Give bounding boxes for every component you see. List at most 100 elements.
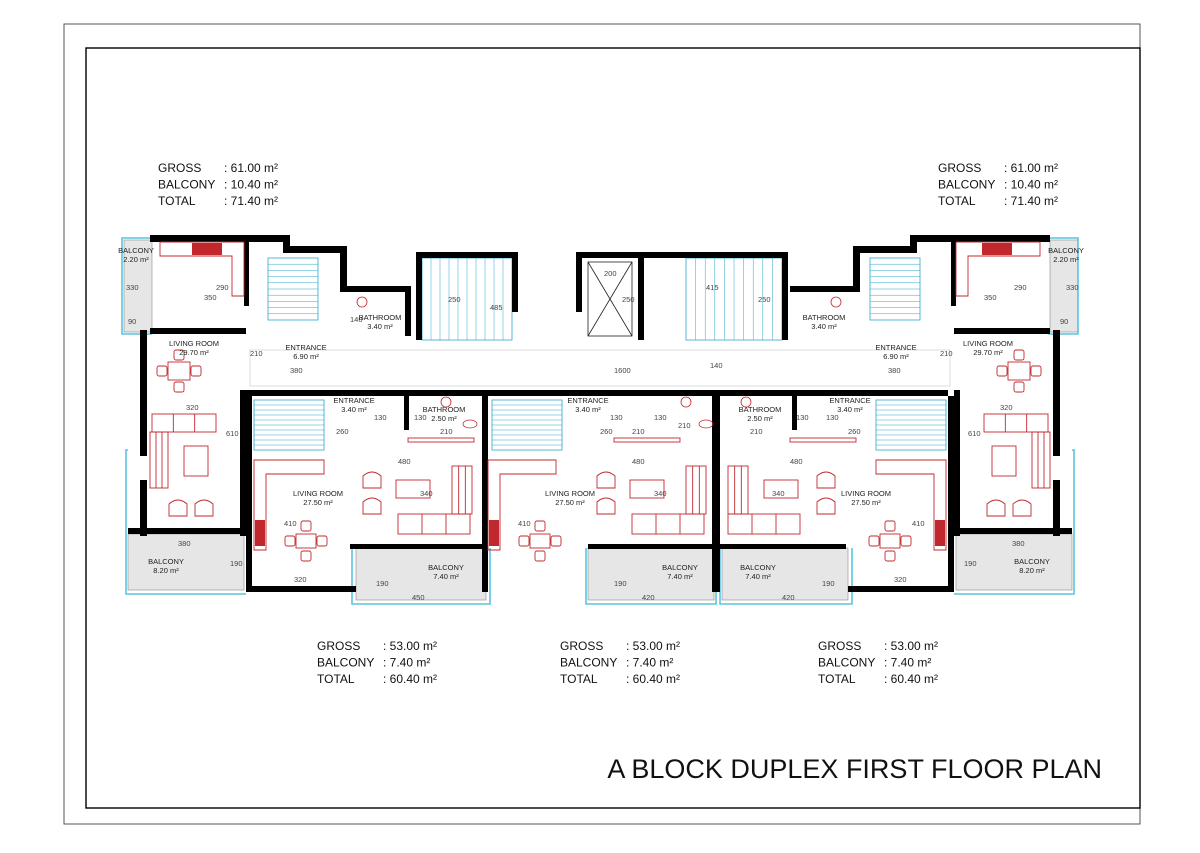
dim-480-u3: 480 (790, 457, 803, 466)
room-name-entrance-u3: ENTRANCE (829, 396, 870, 405)
armchair (168, 499, 188, 517)
dim-410-u1: 410 (284, 519, 297, 528)
area-label-balcony: BALCONY (938, 178, 995, 192)
wc-u1 (462, 419, 478, 429)
wall-u3-e (948, 396, 954, 592)
walls (128, 235, 1072, 592)
wall-l-living-e (240, 390, 246, 536)
area-label-balcony: BALCONY (818, 656, 875, 670)
area-label-total: TOTAL (818, 672, 856, 686)
wall-l-kitchen-w (244, 240, 249, 306)
dim-420-u3: 420 (782, 593, 795, 602)
kitchen-l (159, 241, 245, 297)
basin-u2 (680, 396, 692, 408)
balcony-slab-u3 (721, 547, 849, 601)
hob-u2 (489, 520, 499, 546)
rail-bl (125, 449, 246, 595)
counter-u2 (613, 437, 681, 443)
dim-485: 485 (490, 303, 503, 312)
room-area-entrance-l: 6.90 m² (293, 352, 319, 361)
armchair (596, 471, 616, 489)
dim-130-u2b: 130 (654, 413, 667, 422)
dining-table-r (1007, 361, 1031, 381)
kitchen-u2 (487, 459, 557, 551)
wall-core-l-e (512, 252, 518, 312)
basin-tl (356, 296, 368, 308)
area-value-gross: : 53.00 m² (884, 639, 938, 653)
wall-u2-mid (588, 544, 714, 549)
area-label-total: TOTAL (317, 672, 355, 686)
room-area-living-u2: 27.50 m² (555, 498, 585, 507)
dim-130-u2: 130 (610, 413, 623, 422)
chair (518, 535, 530, 547)
dim-450-u1: 450 (412, 593, 425, 602)
sofa-l-side (149, 431, 169, 489)
room-area-balcony-tl: 2.20 m² (123, 255, 149, 264)
area-value-balcony: : 7.40 m² (884, 656, 931, 670)
area-value-total: : 60.40 m² (626, 672, 680, 686)
armchair (362, 497, 382, 515)
dim-190-u2: 190 (614, 579, 627, 588)
dim-320-u1: 320 (294, 575, 307, 584)
wall-l-west-lower (140, 480, 147, 536)
armchair (362, 471, 382, 489)
coffee-table-r (991, 445, 1017, 477)
chair (1013, 381, 1025, 393)
wall-core-l-w (416, 252, 422, 340)
dim-210-u2: 210 (678, 421, 691, 430)
dining-table-u1 (295, 533, 317, 549)
wall-r-kitchen-w (951, 240, 956, 306)
dimension-texts: 350 290 330 90 210 380 320 610 380 190 1… (126, 269, 1079, 602)
room-area-balcony-u3: 7.40 m² (745, 572, 771, 581)
wall-core-lift (638, 252, 644, 340)
dim-130-u1: 130 (374, 413, 387, 422)
sofa-r-side (1031, 431, 1051, 489)
room-name-balcony-u2: BALCONY (662, 563, 698, 572)
chair (156, 365, 168, 377)
dim-410-u3: 410 (912, 519, 925, 528)
dim-320-r: 320 (1000, 403, 1013, 412)
dim-330-l: 330 (126, 283, 139, 292)
dim-340-u3: 340 (772, 489, 785, 498)
chair (190, 365, 202, 377)
dim-140-c: 140 (710, 361, 723, 370)
room-name-bath-u3: BATHROOM (739, 405, 782, 414)
area-value-gross: : 53.00 m² (383, 639, 437, 653)
balcony-slab-br (955, 533, 1073, 591)
wall-u2-e (712, 396, 720, 592)
room-area-balcony-br: 8.20 m² (1019, 566, 1045, 575)
dim-210-l: 210 (250, 349, 263, 358)
kitchen-u1 (253, 459, 325, 551)
area-label-total: TOTAL (560, 672, 598, 686)
area-label-gross: GROSS (818, 639, 861, 653)
sofa-u1-side (451, 465, 473, 515)
balcony-slab-tr (1049, 239, 1079, 333)
dim-330-r: 330 (1066, 283, 1079, 292)
rail-u1 (351, 548, 491, 605)
armchair (194, 499, 214, 517)
wall-u1-w (246, 396, 252, 592)
dim-210-u3: 210 (750, 427, 763, 436)
wall-l-stair-east (283, 235, 290, 253)
dim-340-u2: 340 (654, 489, 667, 498)
basin-u3 (740, 396, 752, 408)
wall-r-stair-top (858, 246, 910, 253)
elevator-cross-b (587, 261, 633, 337)
furniture (149, 349, 1051, 562)
room-name-balcony-bl: BALCONY (148, 557, 184, 566)
balcony-slab-bl (127, 533, 245, 591)
wall-l-bath-right (405, 286, 411, 336)
dim-290-r: 290 (1014, 283, 1027, 292)
chair (884, 550, 896, 562)
room-name-bath-u1: BATHROOM (423, 405, 466, 414)
sofa-r-top (983, 413, 1049, 433)
area-value-total: : 60.40 m² (884, 672, 938, 686)
room-name-entrance-u1: ENTRANCE (333, 396, 374, 405)
dim-1600: 1600 (614, 366, 631, 375)
dim-260-u1: 260 (336, 427, 349, 436)
dim-410-u2: 410 (518, 519, 531, 528)
room-name-living-l: LIVING ROOM (169, 339, 219, 348)
room-area-bath-tr: 3.40 m² (811, 322, 837, 331)
